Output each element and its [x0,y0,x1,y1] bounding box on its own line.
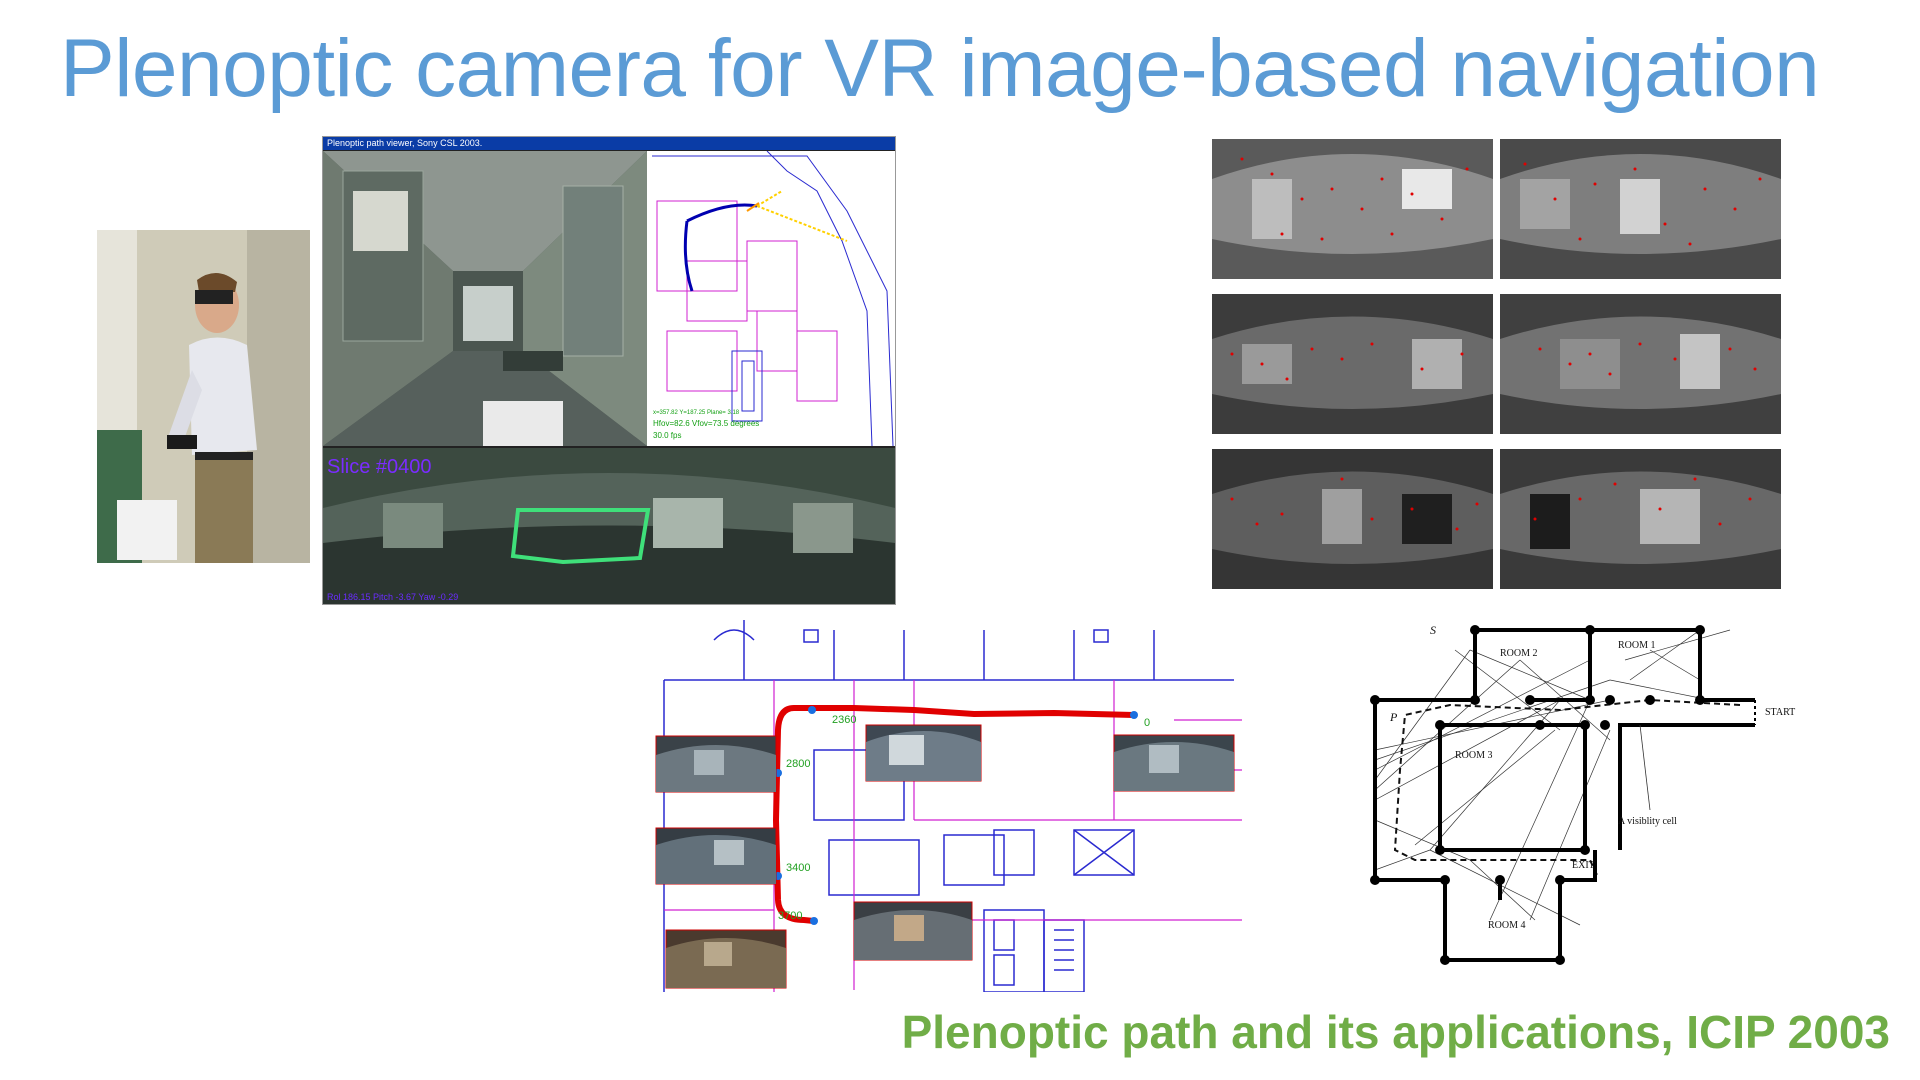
label-room4: ROOM 4 [1488,920,1526,931]
viewer-floor-map: x=357.82 Y=187.25 Plane= 3.18 Hfov=82.6 … [647,151,895,446]
label-start: START [1765,707,1796,718]
pose-readout: Rol 186.15 Pitch -3.67 Yaw -0.29 [327,592,459,602]
panorama-image-6 [1500,449,1781,589]
path-marker-label: 2800 [786,758,811,770]
label-room2: ROOM 2 [1500,648,1538,659]
visibility-cell-diagram: S P ROOM 2 ROOM 1 ROOM 3 ROOM 4 START EX… [1360,620,1795,970]
viewer-corridor-view [323,151,647,446]
viewer-fov-readout: Hfov=82.6 Vfov=73.5 degrees [653,419,760,428]
panorama-image-3 [1212,294,1493,434]
label-s: S [1430,623,1436,637]
label-p: P [1390,710,1398,724]
panorama-image-5 [1212,449,1493,589]
slice-label: Slice #0400 [327,456,432,478]
viewer-coord-readout: x=357.82 Y=187.25 Plane= 3.18 [653,410,740,416]
path-marker-label: 3700 [778,910,803,922]
panorama-image-4 [1500,294,1781,434]
label-exit: EXIT [1572,860,1595,871]
label-room1: ROOM 1 [1618,640,1656,651]
panorama-image-1 [1212,139,1493,279]
label-visibility-cell: A visiblity cell [1618,816,1677,827]
person-vr-photo [97,230,310,563]
path-marker-label: 0 [1144,717,1151,729]
floorplan-path-figure: 0 2360 2800 3400 3700 [654,620,1242,992]
slide-title: Plenoptic camera for VR image-based navi… [60,23,1820,114]
path-marker-label: 2360 [832,714,857,726]
viewer-panorama-strip: Slice #0400 Rol 186.15 Pitch -3.67 Yaw -… [323,448,895,604]
panorama-image-2 [1500,139,1781,279]
citation: Plenoptic path and its applications, ICI… [901,1006,1890,1058]
label-room3: ROOM 3 [1455,750,1493,761]
viewer-titlebar: Plenoptic path viewer, Sony CSL 2003. [323,137,895,150]
path-marker-label: 3400 [786,862,811,874]
plenoptic-viewer-window: Plenoptic path viewer, Sony CSL 2003. [322,136,896,605]
viewer-fps-readout: 30.0 fps [653,431,682,440]
